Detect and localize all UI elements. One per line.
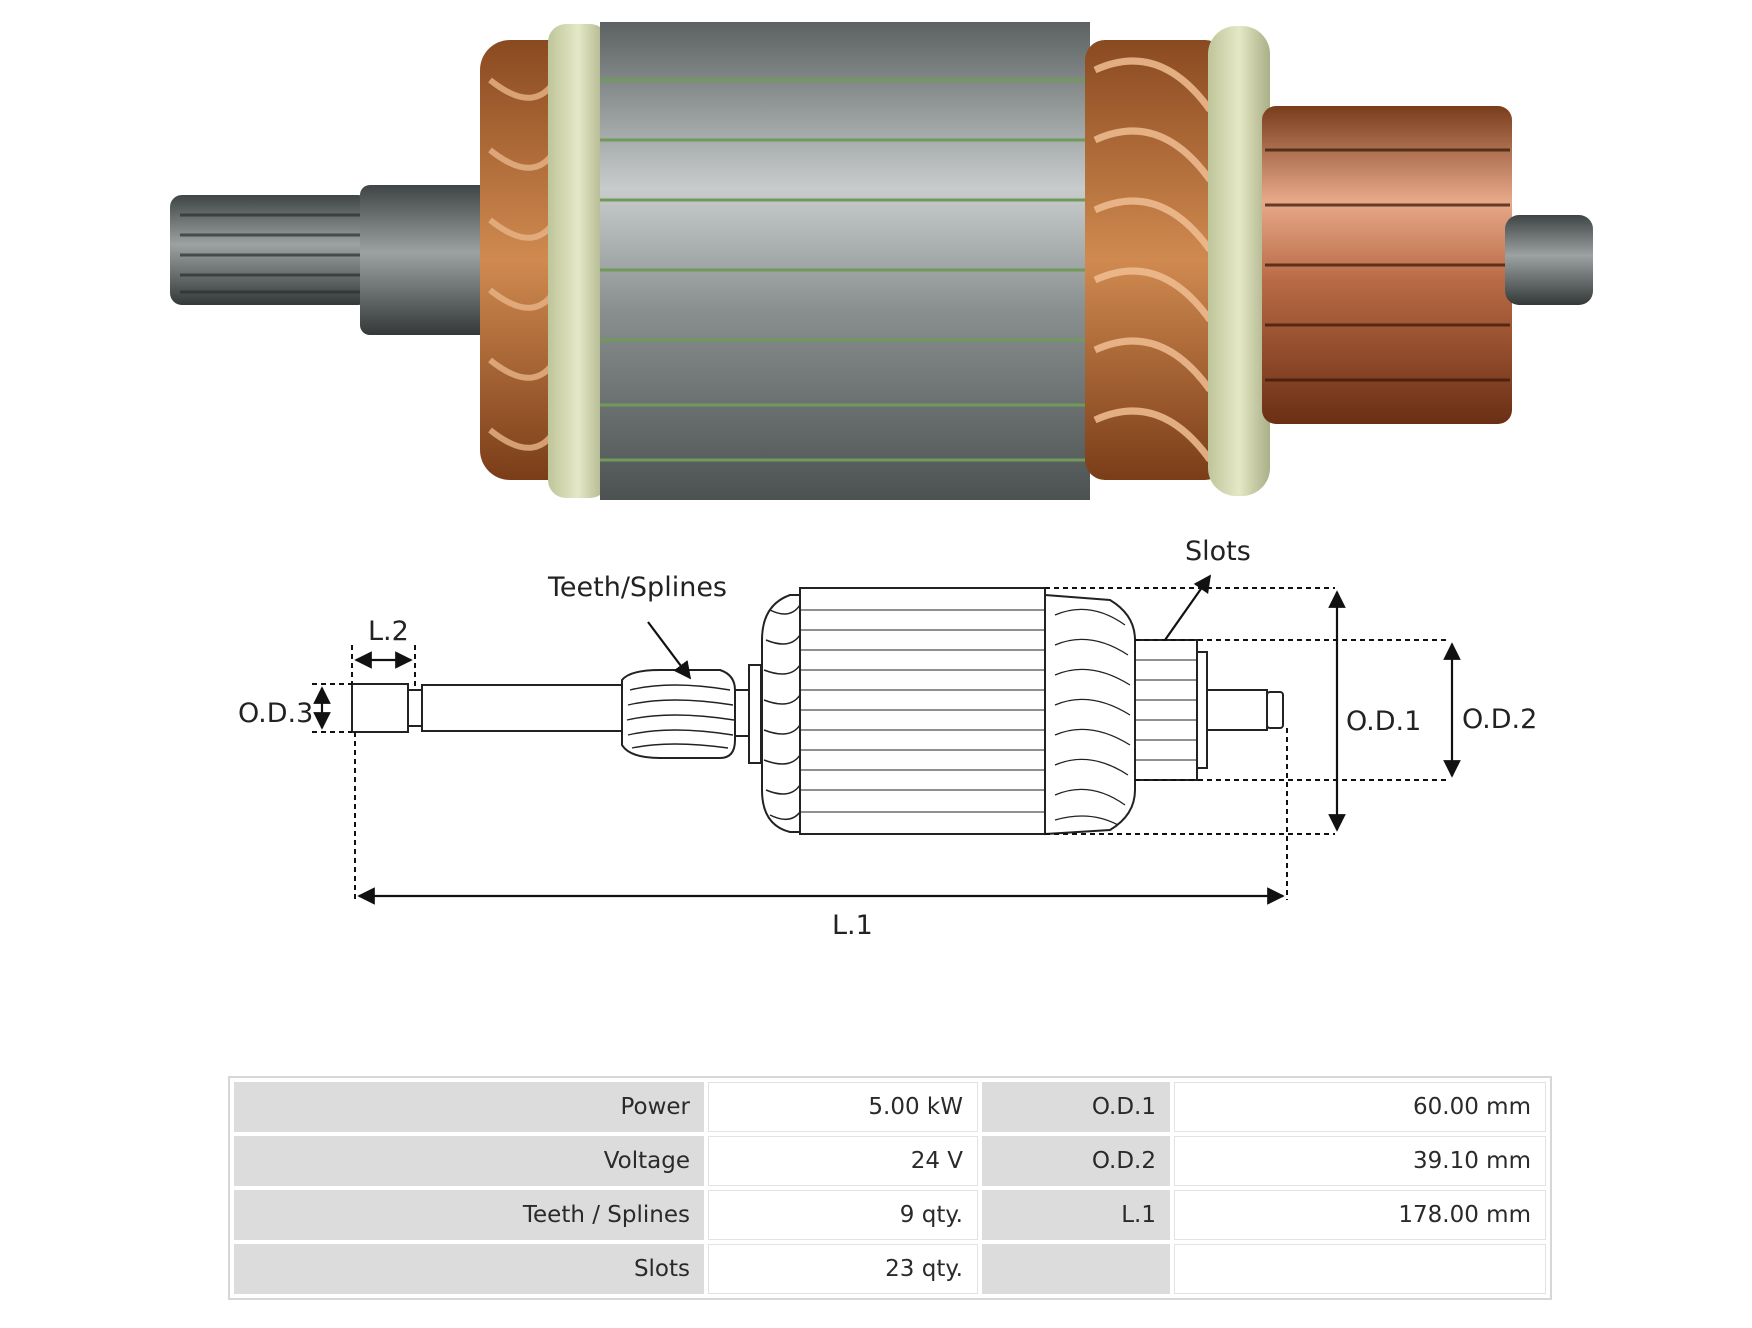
spec-key: Slots <box>234 1244 704 1294</box>
armature-core <box>600 22 1090 500</box>
diagram-front-windings <box>761 594 801 833</box>
diagram-commutator <box>1134 639 1198 781</box>
front-insulator <box>548 24 608 498</box>
spec-key: O.D.2 <box>982 1136 1170 1186</box>
rear-shaft <box>1505 215 1593 305</box>
armature-photo <box>170 22 1593 500</box>
diagram-shaft <box>421 684 623 732</box>
spec-value: 60.00 mm <box>1174 1082 1546 1132</box>
slots-label: Slots <box>1185 536 1251 567</box>
spec-value: 5.00 kW <box>708 1082 978 1132</box>
od1-label: O.D.1 <box>1346 706 1421 737</box>
teeth-callout-leader <box>647 621 692 680</box>
table-row: Voltage 24 V O.D.2 39.10 mm <box>234 1136 1546 1186</box>
spec-key: Voltage <box>234 1136 704 1186</box>
spec-key: Teeth / Splines <box>234 1190 704 1240</box>
table-row: Teeth / Splines 9 qty. L.1 178.00 mm <box>234 1190 1546 1240</box>
spec-value: 23 qty. <box>708 1244 978 1294</box>
slots-callout-leader <box>1164 574 1212 641</box>
l2-label: L.2 <box>368 616 409 647</box>
od2-label: O.D.2 <box>1462 704 1537 735</box>
rear-insulator <box>1208 26 1270 496</box>
spec-key <box>982 1244 1170 1294</box>
od3-label: O.D.3 <box>238 698 313 729</box>
front-shaft <box>360 185 490 335</box>
diagram-splines <box>621 669 736 759</box>
diagram-shaft-tip <box>351 683 409 733</box>
spec-value: 178.00 mm <box>1174 1190 1546 1240</box>
diagram-core <box>799 587 1046 835</box>
specs-table: Power 5.00 kW O.D.1 60.00 mm Voltage 24 … <box>228 1076 1552 1300</box>
table-row: Slots 23 qty. <box>234 1244 1546 1294</box>
spec-key: L.1 <box>982 1190 1170 1240</box>
spec-value: 24 V <box>708 1136 978 1186</box>
table-row: Power 5.00 kW O.D.1 60.00 mm <box>234 1082 1546 1132</box>
spec-value: 9 qty. <box>708 1190 978 1240</box>
spec-value <box>1174 1244 1546 1294</box>
spec-value: 39.10 mm <box>1174 1136 1546 1186</box>
l1-label: L.1 <box>832 910 873 940</box>
teeth-splines-label: Teeth/Splines <box>547 572 727 603</box>
spec-key: O.D.1 <box>982 1082 1170 1132</box>
diagram-rear-windings <box>1044 593 1136 836</box>
dimension-diagram: Teeth/Splines Slots L.2 O.D.3 O.D.1 O.D.… <box>238 536 1537 940</box>
pinion <box>170 195 370 305</box>
diagram-rear-shaft <box>1206 689 1268 731</box>
spec-key: Power <box>234 1082 704 1132</box>
